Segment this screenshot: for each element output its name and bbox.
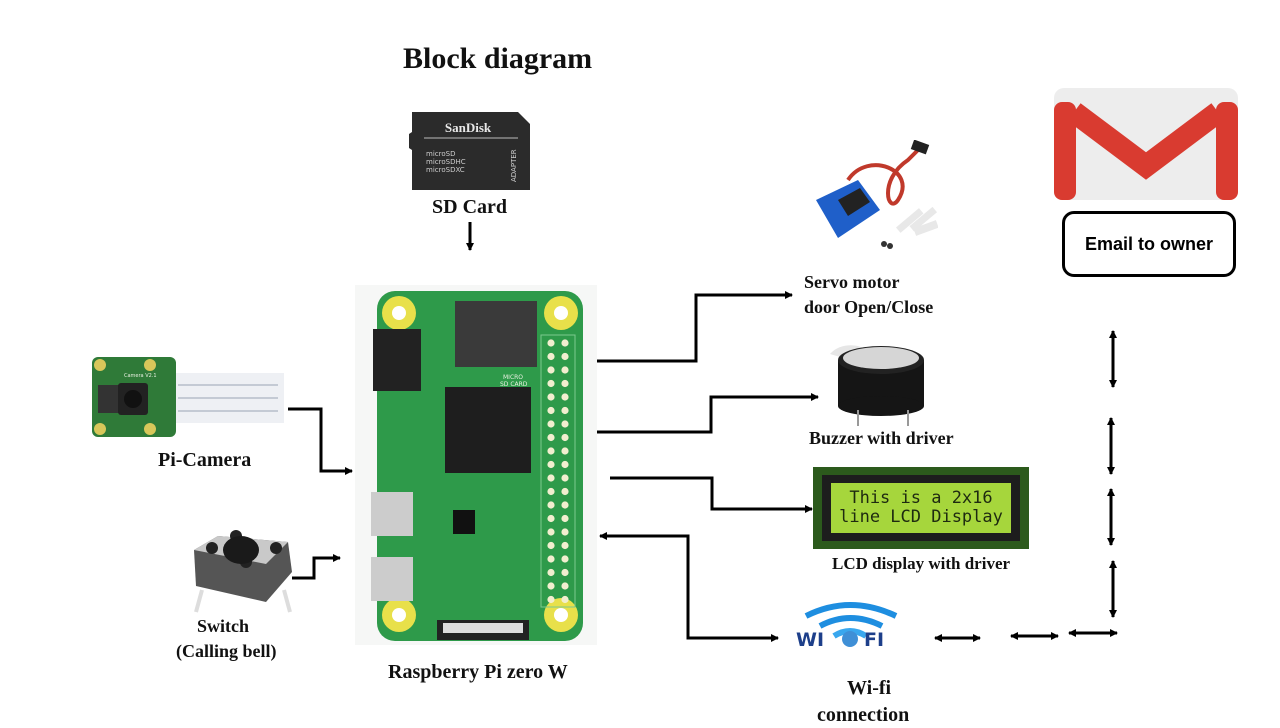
buzzer-image [820,340,944,426]
sd-card-image: SanDisk microSD microSDHC microSDXC ADAP… [408,110,532,192]
lcd-display-image: This is a 2x16 line LCD Display [813,467,1029,549]
servo-label-line1: Servo motor [804,272,900,292]
svg-text:microSDXC: microSDXC [426,166,465,174]
camera-to-pi-arrow [288,407,353,475]
pi-camera-image: Camera V2.1 [88,355,284,439]
wifi-pi-link-arrow [599,532,779,642]
svg-text:microSD: microSD [426,150,455,158]
wifi-logo: WI FI [794,600,924,660]
lcd-screen-line2: line LCD Display [839,507,1003,527]
lcd-label: LCD display with driver [832,554,1011,573]
sd-brand: SanDisk [445,120,492,135]
switch-to-pi-arrow [292,554,341,580]
gmail-icon [1054,88,1238,200]
sd-card-label: SD Card [432,196,508,218]
servo-label-line2: door Open/Close [804,297,934,317]
wifi-label-line1: Wi-fi [847,677,892,699]
svg-text:MICRO: MICRO [503,374,523,381]
wifi-logo-left: WI [796,629,824,651]
email-label: Email to owner [1084,233,1214,254]
switch-image [188,520,298,615]
email-to-owner-box: Email to owner [1062,211,1236,277]
pi-to-servo-arrow [597,291,793,363]
svg-text:SD CARD: SD CARD [500,381,528,388]
buzzer-label: Buzzer with driver [809,428,954,448]
pi-to-buzzer-arrow [597,393,819,434]
svg-text:ADAPTER: ADAPTER [510,149,518,182]
raspberry-pi-label: Raspberry Pi zero W [388,661,568,683]
pi-to-lcd-arrow [610,476,813,513]
pi-camera-label: Pi-Camera [158,449,252,471]
switch-label-line1: Switch [197,616,250,636]
switch-label-line2: (Calling bell) [176,641,277,661]
svg-text:Camera V2.1: Camera V2.1 [124,373,157,379]
wifi-logo-right: FI [864,629,884,651]
svg-text:microSDHC: microSDHC [426,158,466,166]
raspberry-pi-image: MICRO SD CARD [355,285,597,645]
servo-motor-image [808,139,939,260]
diagram-title: Block diagram [403,42,593,75]
lcd-screen-line1: This is a 2x16 [849,488,993,508]
